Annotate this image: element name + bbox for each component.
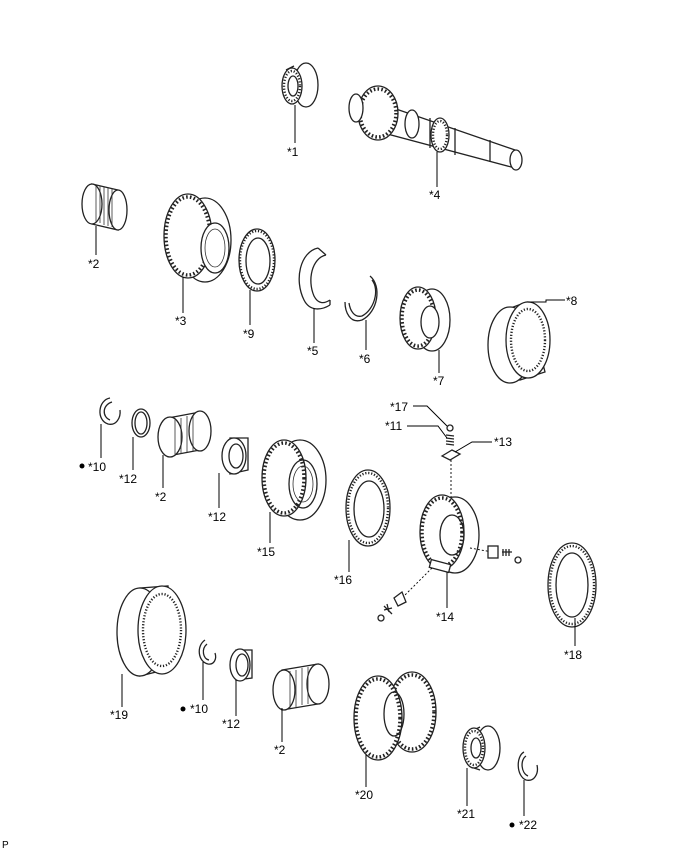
callout-2b: *2 [155,490,167,504]
callout-9: *9 [243,327,255,341]
part-4-shaft [348,85,523,171]
part-19-hub-sleeve [116,585,187,677]
callout-6: *6 [359,352,371,366]
callout-12c: *12 [222,717,240,731]
callout-21: *21 [457,807,475,821]
part-17-ball-lower [377,614,385,622]
marker-dot-10b [180,706,186,712]
figure-code: P [2,840,9,851]
callout-18: *18 [564,648,582,662]
part-11-spring-right [502,549,512,556]
callout-8: *8 [566,294,578,308]
callout-1: *1 [287,145,299,159]
callout-22: *22 [519,818,537,832]
part-14-clutch-hub [419,494,480,574]
callout-11: *11 [385,419,402,433]
callout-10b: *10 [190,702,208,716]
part-11-spring-lower [383,603,393,615]
part-13-key [440,449,462,461]
part-13-key-lower [393,590,407,607]
callout-7: *7 [433,374,445,388]
leader-lines [95,105,576,816]
part-12-collar-c [229,648,253,682]
part-2-needle-bearing-top [81,183,128,231]
callout-16: *16 [334,573,352,587]
callout-14: *14 [436,610,454,624]
marker-dot-10a [79,463,85,469]
part-22-snap-ring [517,751,539,781]
part-12-ring-a [131,408,151,438]
callout-13: *13 [494,435,512,449]
part-17-ball [446,424,454,432]
part-10-snap-ring-b [198,639,217,665]
callout-labels: *1 *4 *2 *3 *9 *5 *6 *7 *8 *10 *12 *2 *1… [2,145,582,851]
part-20-gear [353,671,437,761]
callout-3: *3 [175,314,187,328]
part-17-ball-right [514,556,522,564]
part-2-needle-bearing-mid [157,410,212,458]
callout-5: *5 [307,344,319,358]
callout-12b: *12 [208,510,226,524]
callout-2a: *2 [88,257,100,271]
callout-17: *17 [390,400,408,414]
callout-2c: *2 [274,743,286,757]
callout-15: *15 [257,545,275,559]
callout-4: *4 [429,188,441,202]
part-1-bearing [281,62,319,108]
marker-dot-22 [509,822,515,828]
part-12-collar-b [221,437,249,475]
part-18-synchro-ring [547,542,597,628]
callout-20: *20 [355,788,373,802]
part-6-snap-ring [344,275,378,322]
part-16-synchro-ring [345,469,391,547]
part-7-gear [399,286,451,352]
part-2-needle-bearing-bottom [272,663,330,711]
part-21-bearing [462,725,501,771]
callout-10a: *10 [88,460,106,474]
part-8-hub-sleeve [487,301,551,384]
callout-19: *19 [110,708,128,722]
part-13-key-right [487,545,499,559]
part-5-split-ring [298,247,331,310]
part-9-synchro-ring [238,228,276,292]
part-3-gear [163,193,232,283]
part-11-spring [445,434,455,446]
part-15-gear [261,439,327,521]
callout-12a: *12 [119,472,137,486]
part-10-snap-ring-a [99,397,121,425]
